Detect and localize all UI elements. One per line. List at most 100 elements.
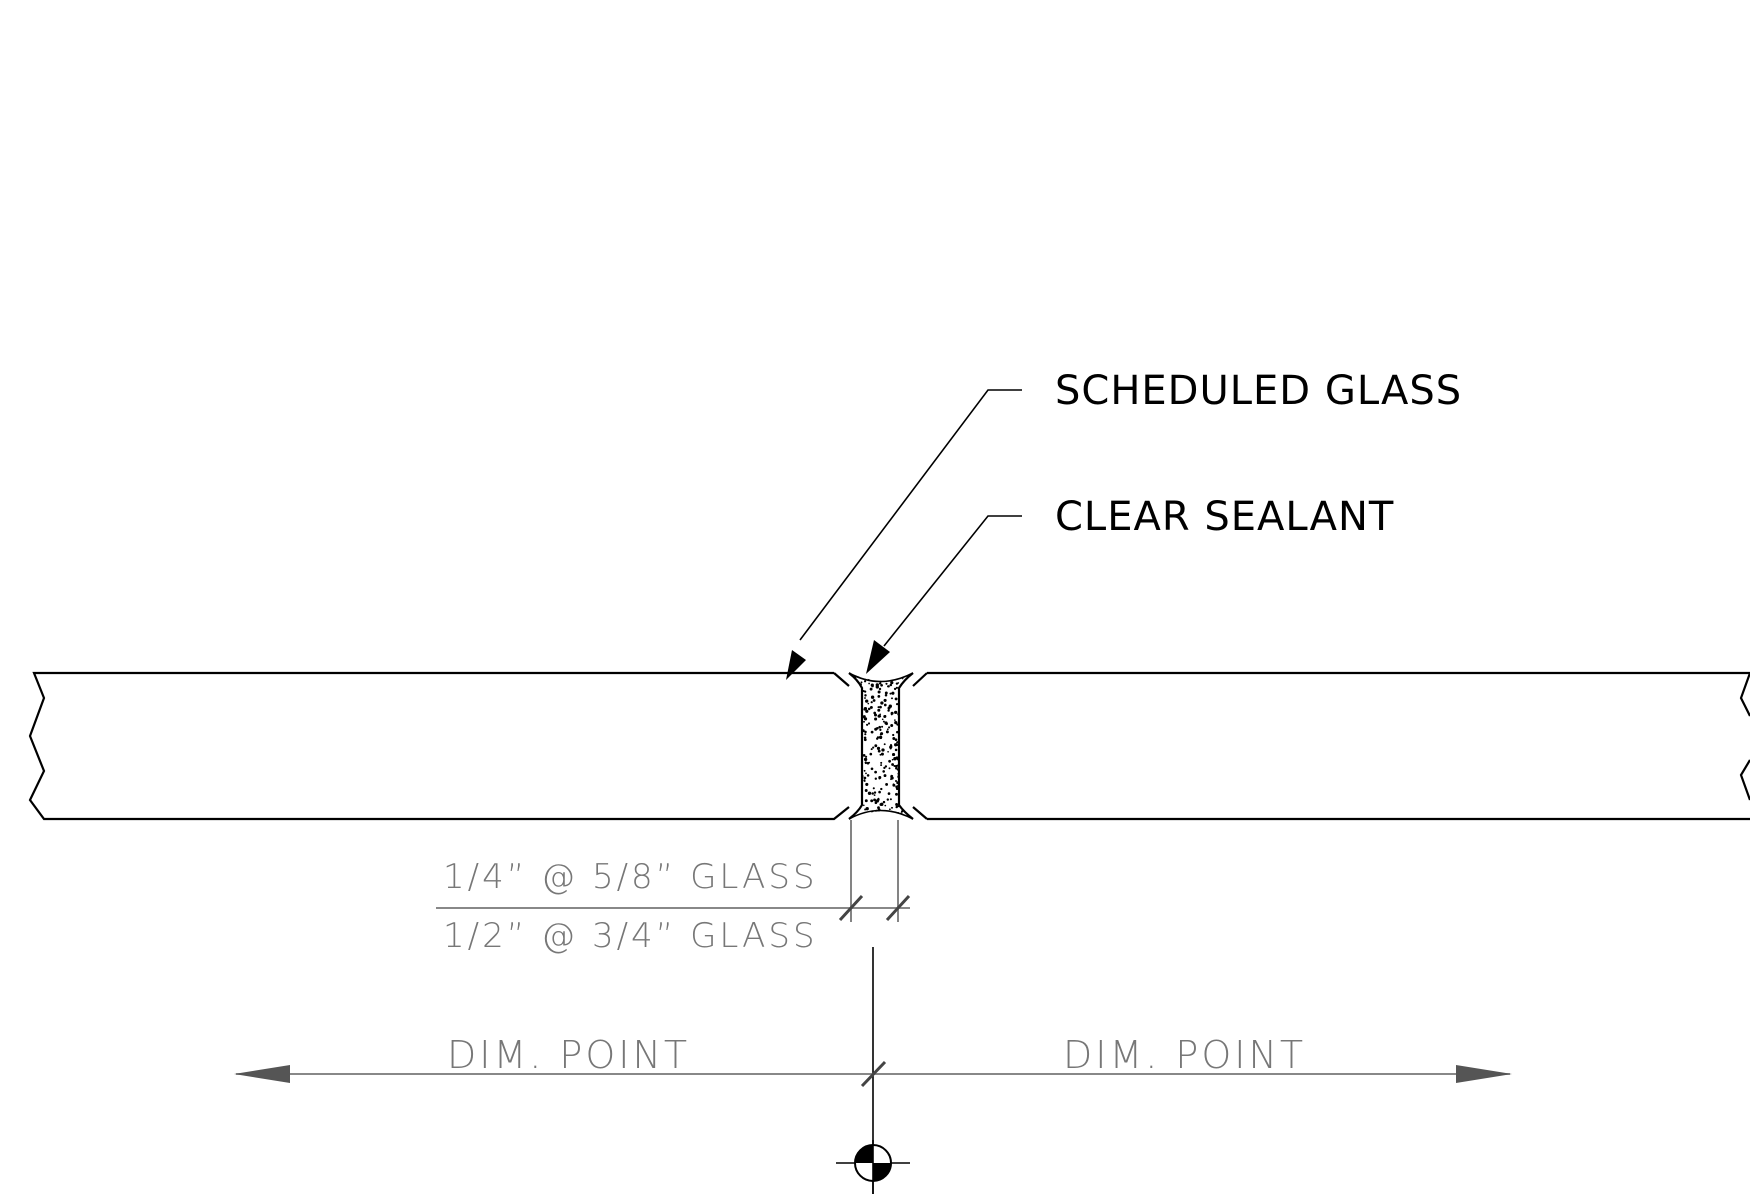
stipple-dot [876,811,881,815]
stipple-dot [855,736,860,740]
stipple-dot [902,736,905,739]
stipple-dot [854,757,858,761]
stipple-dot [907,769,909,771]
stipple-dot [891,697,893,700]
stipple-dot [880,761,883,764]
stipple-dot [888,704,892,708]
stipple-dot [865,782,869,786]
stipple-dot [877,749,881,753]
stipple-dot [851,769,854,772]
stipple-dot [892,783,896,787]
stipple-dot [855,798,858,801]
stipple-dot [878,775,882,780]
stipple-dot [856,719,860,723]
stipple-dot [853,688,856,691]
stipple-dot [864,733,867,736]
stipple-dot [901,803,905,807]
stipple-dot [884,694,888,697]
stipple-dot [854,784,858,788]
stipple-dot [865,772,867,775]
stipple-dot [897,682,900,684]
stipple-dot [875,809,878,813]
stipple-dot [889,808,891,811]
stipple-dot [879,728,882,732]
stipple-dot [904,749,908,753]
stipple-dot [908,736,911,739]
stipple-dot [852,709,855,713]
stipple-dot [883,766,886,770]
stipple-dot [884,721,888,725]
stipple-dot [854,681,859,685]
stipple-dot [870,767,874,771]
stipple-dot [854,723,857,726]
stipple-dot [878,687,882,691]
stipple-dot [908,801,912,804]
stipple-dot [850,792,853,795]
stipple-dot [889,683,893,687]
stipple-dot [854,778,857,781]
stipple-dot [849,724,852,728]
stipple-dot [884,765,888,768]
stipple-dot [905,788,908,791]
stipple-dot [908,805,912,810]
stipple-dot [908,695,912,698]
dim-point-right-label: DIM. POINT [1063,1033,1306,1077]
stipple-dot [889,745,893,749]
stipple-dot [889,798,892,801]
stipple-dot [908,719,911,722]
stipple-dot [871,810,874,814]
stipple-dot [854,737,857,740]
sealant-stipple-hatch [849,673,913,818]
stipple-dot [853,704,856,707]
stipple-dot [896,723,899,726]
stipple-dot [908,747,911,749]
stipple-dot [873,794,876,796]
stipple-dot [850,719,853,722]
stipple-dot [874,727,878,731]
callout-scheduled-glass: SCHEDULED GLASS [1055,368,1462,414]
stipple-dot [858,698,861,701]
stipple-dot [849,787,853,791]
stipple-dot [909,766,913,770]
stipple-dot [864,762,867,765]
stipple-dot [863,720,865,723]
stipple-dot [894,738,898,741]
stipple-dot [854,805,858,809]
stipple-dot [850,699,853,702]
dim-point-center-tick [860,1060,887,1088]
stipple-dot [896,758,899,761]
stipple-dot [891,806,893,809]
stipple-dot [900,788,904,792]
stipple-dot [855,743,859,746]
sealant-leader-arrowhead [866,640,890,674]
stipple-dot [910,794,913,798]
stipple-dot [905,727,910,731]
stipple-dot [878,682,881,685]
stipple-dot [896,764,899,767]
stipple-dot [849,786,853,789]
joint-dimension-upper: 1/4” @ 5/8” GLASS [443,857,818,897]
stipple-dot [854,716,857,720]
stipple-dot [864,730,867,734]
stipple-dot [895,787,899,791]
stipple-dot [869,705,873,709]
stipple-dot [857,726,861,731]
stipple-dot [900,699,903,702]
stipple-dot [858,774,862,778]
stipple-dot [855,772,859,777]
stipple-dot [900,697,903,700]
stipple-dot [900,698,903,701]
stipple-dot [853,733,856,736]
stipple-dot [869,677,872,679]
stipple-dot [904,711,907,713]
stipple-dot [906,751,909,754]
clear-sealant-joint [848,672,914,820]
stipple-dot [849,733,852,736]
stipple-dot [886,685,890,688]
stipple-dot [897,815,900,818]
stipple-dot [850,787,852,789]
glass-leader-line [799,389,1022,641]
stipple-dot [892,753,895,757]
stipple-dot [882,770,885,773]
stipple-dot [854,747,857,750]
